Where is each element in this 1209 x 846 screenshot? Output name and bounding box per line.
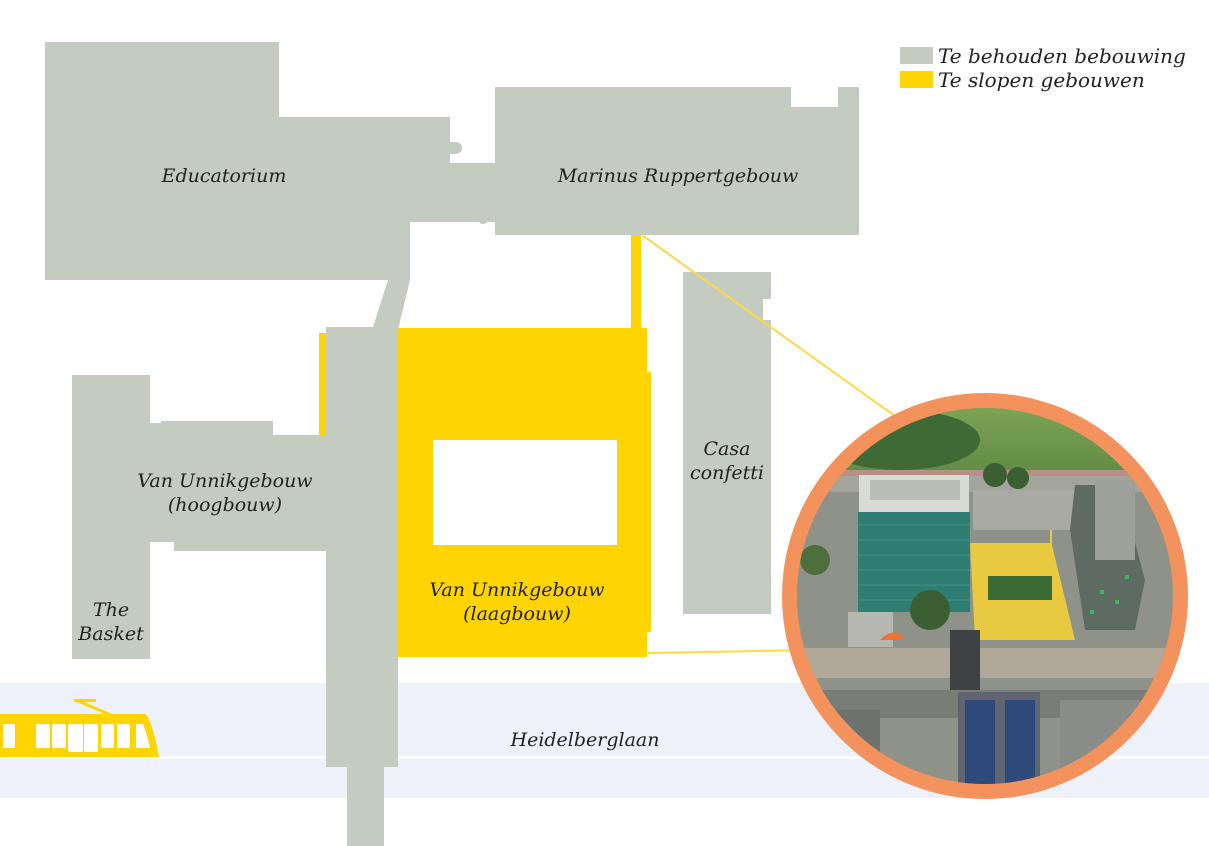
label-the-basket-line2: Basket	[77, 623, 144, 645]
building-casa-confetti[interactable]	[683, 272, 771, 614]
educatorium-link	[372, 280, 410, 330]
label-van-unnik-laagbouw-line2: (laagbouw)	[463, 603, 571, 625]
casa-confetti-shape	[683, 272, 771, 614]
laagbouw-main	[397, 328, 651, 657]
building-marinus-ruppertgebouw[interactable]	[495, 87, 859, 235]
label-heidelberglaan: Heidelberglaan	[510, 729, 660, 751]
legend-swatch-keep	[900, 47, 933, 64]
marinus-shape	[495, 87, 859, 235]
hoogbouw-shape	[72, 327, 398, 846]
label-van-unnik-hoogbouw-line2: (hoogbouw)	[168, 494, 282, 516]
label-casa-confetti-line1: Casa	[704, 438, 751, 460]
laagbouw-west-strip	[319, 333, 329, 436]
educatorium-shape	[45, 42, 495, 280]
aerial-photo-inset[interactable]	[780, 393, 1200, 802]
label-van-unnik-laagbouw-line1: Van Unnikgebouw	[429, 579, 604, 601]
tram-icon	[0, 699, 159, 757]
label-casa-confetti-line2: confetti	[690, 462, 764, 484]
building-van-unnik-hoogbouw[interactable]	[72, 327, 398, 846]
label-marinus-ruppertgebouw: Marinus Ruppertgebouw	[557, 165, 799, 187]
legend-label-demolish: Te slopen gebouwen	[938, 68, 1145, 92]
building-van-unnik-laagbouw[interactable]	[319, 233, 651, 657]
label-the-basket-line1: The	[93, 599, 129, 621]
legend-swatch-demolish	[900, 71, 933, 88]
legend: Te behouden bebouwing Te slopen gebouwen	[900, 44, 1186, 92]
label-educatorium: Educatorium	[161, 165, 287, 187]
label-van-unnik-hoogbouw-line1: Van Unnikgebouw	[137, 470, 312, 492]
laagbouw-connector	[631, 233, 641, 333]
building-educatorium[interactable]	[45, 42, 495, 330]
legend-label-keep: Te behouden bebouwing	[938, 44, 1186, 68]
